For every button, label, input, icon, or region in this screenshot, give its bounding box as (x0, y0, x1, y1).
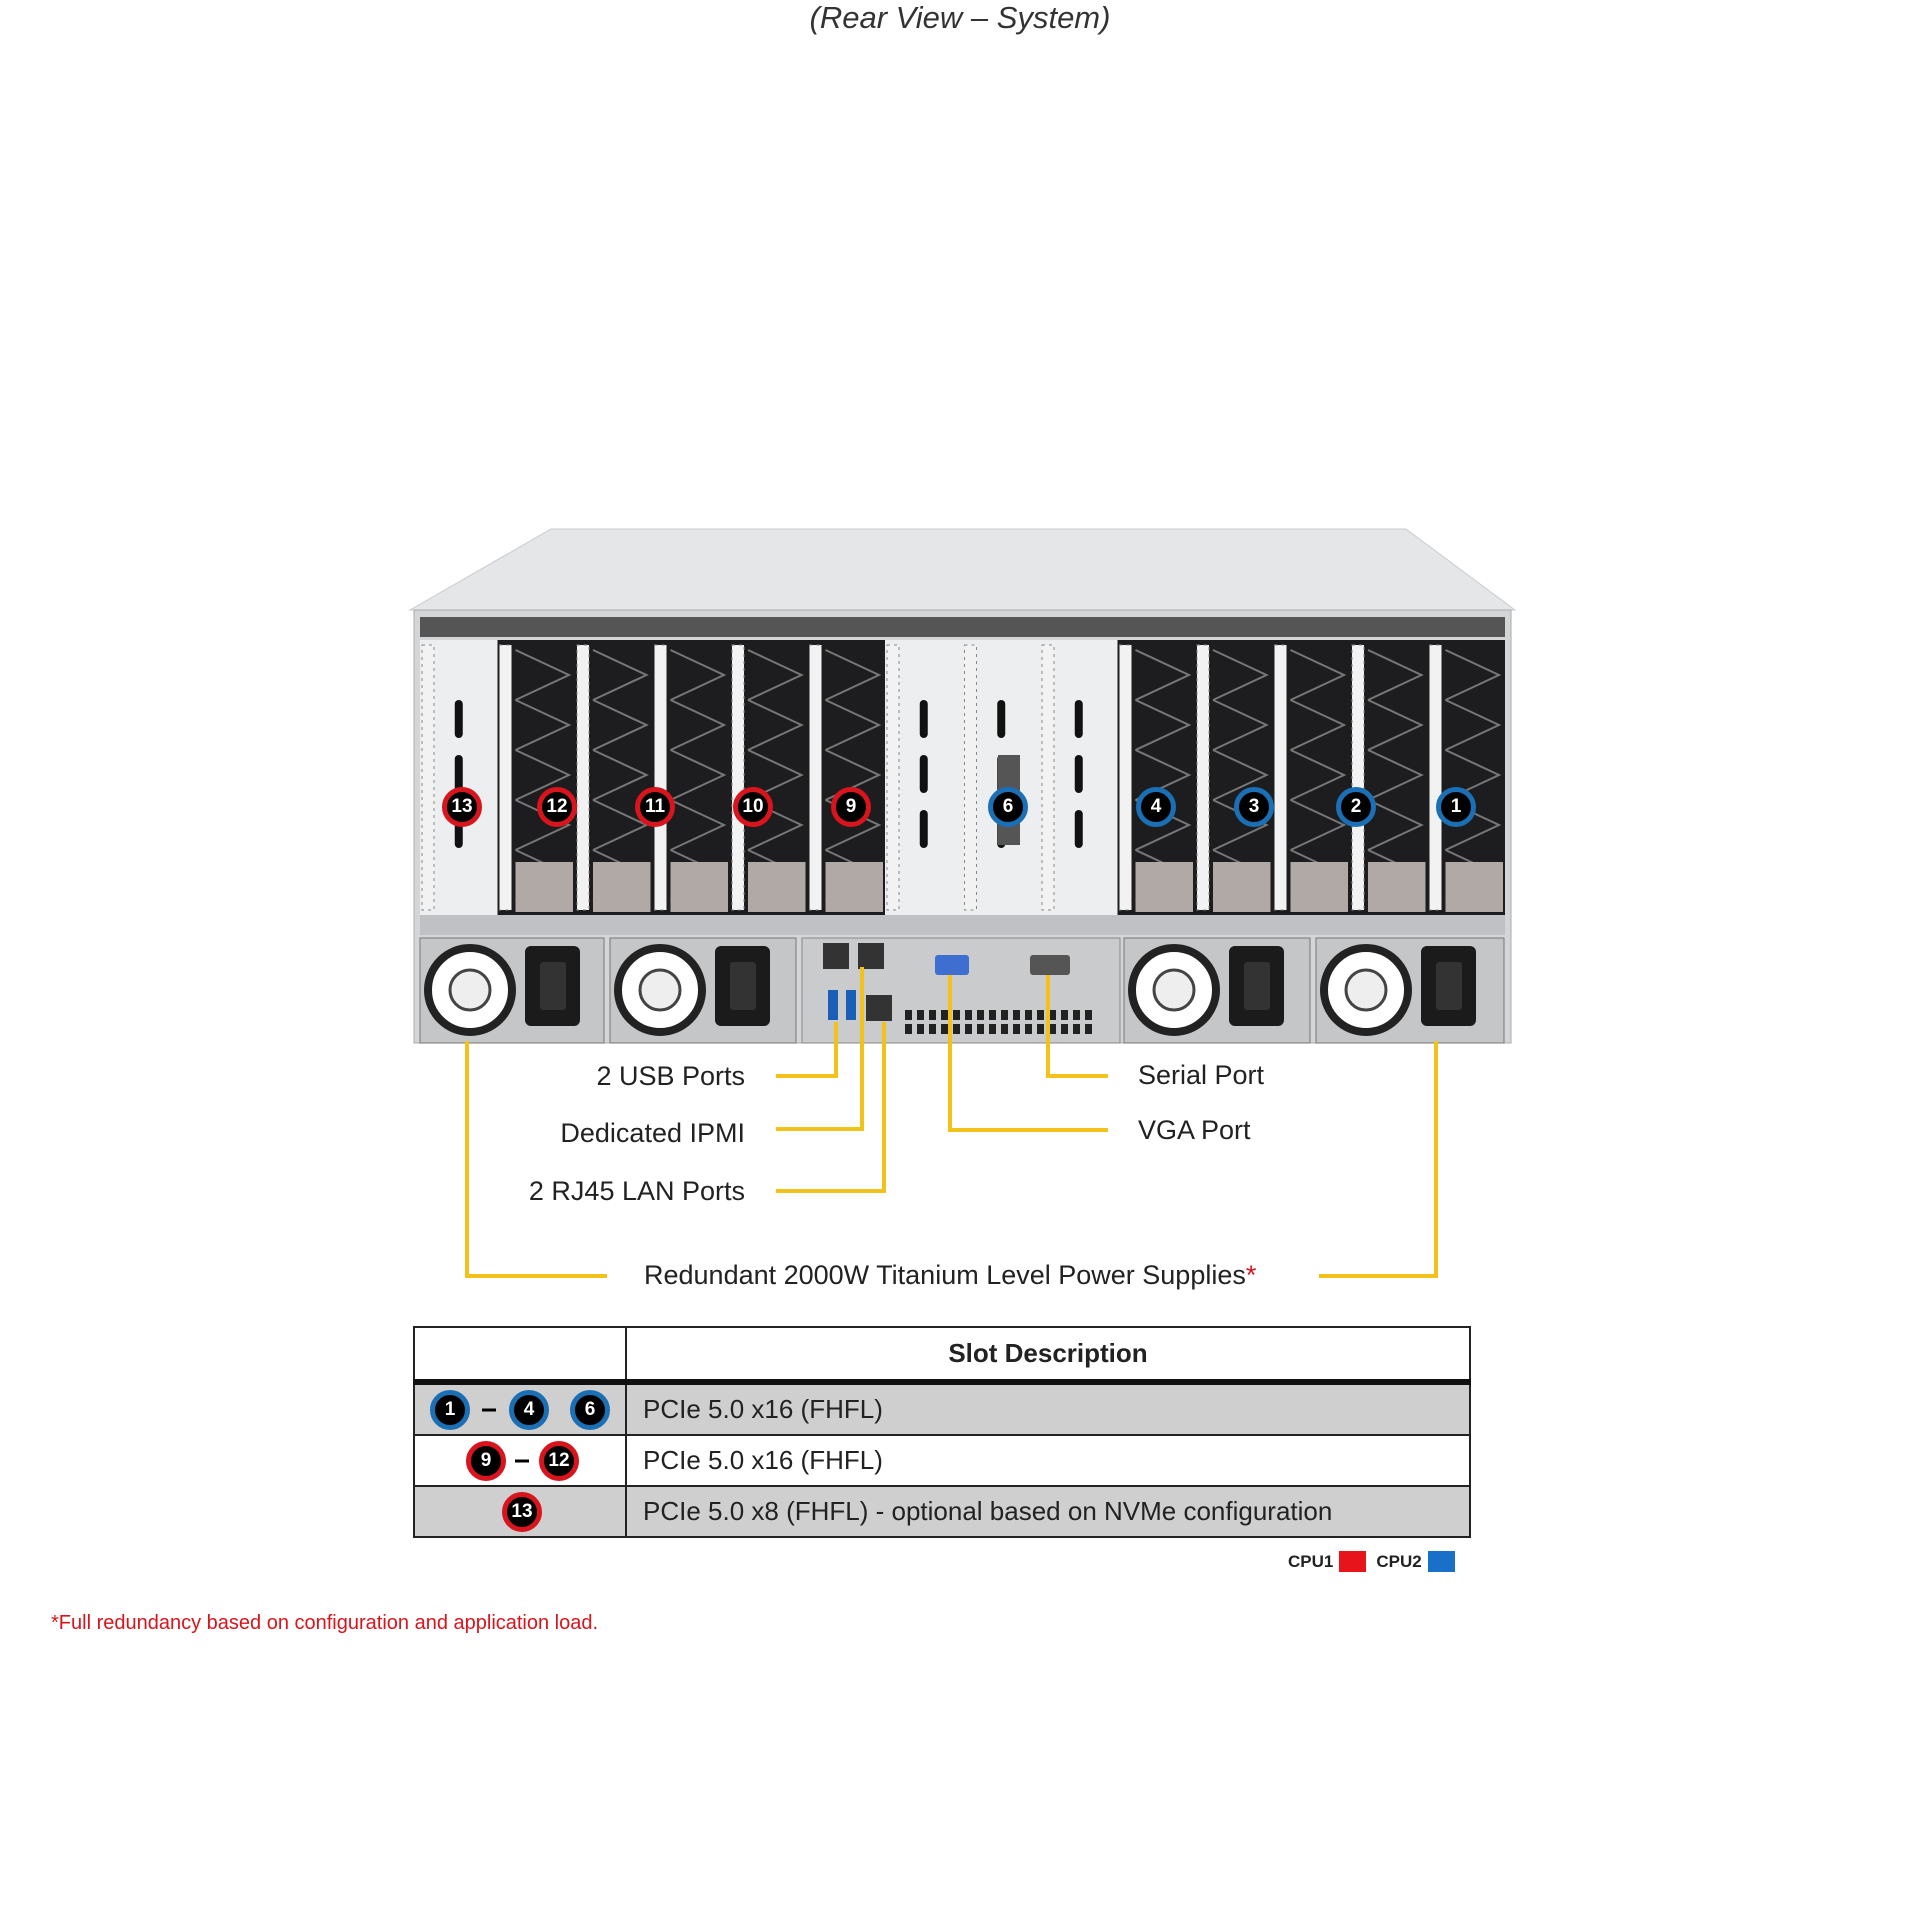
usb-line (776, 1022, 838, 1078)
power-supply-unit (1315, 937, 1505, 1044)
usb-ports-label: 2 USB Ports (596, 1061, 745, 1091)
slot-badge-1: 1 (430, 1389, 470, 1430)
legend-cpu1-label: CPU1 (1288, 1551, 1334, 1571)
slot-badges-cell: 13 (413, 1485, 627, 1538)
slot-bottom-rail (420, 915, 1505, 935)
slot-badge-4: 4 (509, 1389, 549, 1430)
header-slot-description: Slot Description (625, 1326, 1471, 1385)
table-row: 9 12 PCIe 5.0 x16 (FHFL) (413, 1434, 1471, 1487)
ipmi-port (823, 943, 849, 969)
slot-badge-4: 4 (1136, 787, 1176, 827)
power-supply-unit (1123, 937, 1311, 1044)
power-supplies (419, 937, 1505, 1044)
lan-port-2 (866, 995, 892, 1021)
legend-cpu1-swatch (1339, 1551, 1367, 1572)
slot-badge-11: 11 (635, 787, 675, 827)
power-supplies-label: Redundant 2000W Titanium Level Power Sup… (644, 1259, 1256, 1291)
callout-lines (465, 967, 1438, 1278)
serial-port-label: Serial Port (1138, 1060, 1265, 1090)
serial-port (1030, 955, 1070, 975)
usb-port-1 (828, 990, 838, 1020)
serial-line (1046, 975, 1108, 1078)
slot-badge-3: 3 (1234, 787, 1274, 827)
ipmi-line (776, 967, 864, 1131)
psu-right-line (1319, 1041, 1438, 1278)
slot-badge-9: 9 (831, 787, 871, 827)
slot-description: PCIe 5.0 x16 (FHFL) (625, 1434, 1471, 1487)
slot-description-table: Slot Description 1 4 6 PCIe 5.0 x16 (FHF… (413, 1326, 1471, 1538)
slot-badges-cell: 9 12 (413, 1434, 627, 1487)
slot-description: PCIe 5.0 x16 (FHFL) (625, 1381, 1471, 1436)
table-header-row: Slot Description (413, 1326, 1471, 1385)
vent-strip (420, 617, 1505, 637)
asterisk: * (1245, 1260, 1257, 1290)
top-cover (408, 528, 1517, 611)
power-supplies-text: Redundant 2000W Titanium Level Power Sup… (644, 1260, 1246, 1290)
footnote: *Full redundancy based on configuration … (51, 1612, 599, 1634)
slot-badge-10: 10 (733, 787, 773, 827)
legend-cpu2-swatch (1427, 1551, 1455, 1572)
cpu-legend: CPU1 CPU2 (1288, 1551, 1455, 1572)
vga-line (948, 975, 1108, 1132)
vga-port-label: VGA Port (1138, 1115, 1251, 1145)
slot-badge-12: 12 (539, 1440, 579, 1481)
slot-badge-2: 2 (1336, 787, 1376, 827)
table-row: 1 4 6 PCIe 5.0 x16 (FHFL) (413, 1381, 1471, 1436)
header-empty-cell (413, 1326, 627, 1385)
slot-badge-13: 13 (502, 1491, 542, 1532)
legend-cpu2-label: CPU2 (1376, 1551, 1422, 1571)
table-row: 13 PCIe 5.0 x8 (FHFL) - optional based o… (413, 1485, 1471, 1538)
power-supply-unit (609, 937, 797, 1044)
slot-badge-1: 1 (1436, 787, 1476, 827)
slot-badge-12: 12 (537, 787, 577, 827)
lan-line (776, 1022, 886, 1193)
power-supply-unit (419, 937, 605, 1044)
range-dash (482, 1408, 496, 1411)
slot-badge-6: 6 (570, 1389, 610, 1430)
usb-port-2 (846, 990, 856, 1020)
chassis (408, 528, 1517, 1044)
slot-badges-cell: 1 4 6 (413, 1381, 627, 1436)
lan-ports-label: 2 RJ45 LAN Ports (528, 1176, 745, 1206)
slot-badge-9: 9 (466, 1440, 506, 1481)
pcie-slot-area (420, 640, 1505, 915)
lan-port-1 (858, 943, 884, 969)
slot-description: PCIe 5.0 x8 (FHFL) - optional based on N… (625, 1485, 1471, 1538)
slot-badge-6: 6 (988, 787, 1028, 827)
vga-port (935, 955, 969, 975)
psu-left-line (465, 1041, 607, 1278)
slot-badge-13: 13 (442, 787, 482, 827)
ipmi-label: Dedicated IPMI (560, 1118, 745, 1148)
range-dash (515, 1459, 529, 1462)
io-panel (801, 937, 1121, 1044)
diagram-title: (Rear View – System) (809, 0, 1111, 35)
